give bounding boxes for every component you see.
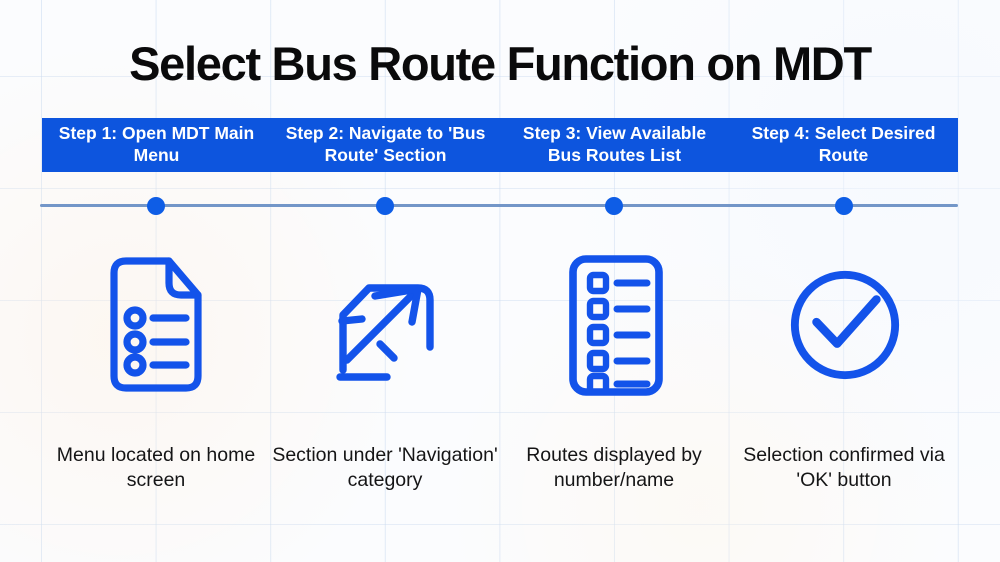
timeline-dot-3 [605,197,623,215]
page-title: Select Bus Route Function on MDT [129,37,872,90]
timeline-dot-2 [376,197,394,215]
step-header-bar: Step 1: Open MDT Main Menu Step 2: Navig… [42,118,958,172]
routes-list-icon [560,252,670,399]
timeline-dot-4 [835,197,853,215]
step-1-header: Step 1: Open MDT Main Menu [58,123,255,165]
navigate-arrow-icon [325,262,445,384]
document-list-icon [99,254,213,395]
step-3-caption: Routes displayed by number/name [526,444,702,491]
step-4-caption: Selection confirmed via 'OK' button [743,444,945,491]
step-2-caption: Section under 'Navigation' category [272,444,498,491]
step-4-header: Step 4: Select Desired Route [751,123,936,165]
checkmark-circle-icon [786,266,904,384]
timeline-dot-1 [147,197,165,215]
step-1-caption: Menu located on home screen [56,444,256,491]
timeline-line [40,204,958,207]
step-2-header: Step 2: Navigate to 'Bus Route' Section [285,123,486,165]
step-3-header: Step 3: View Available Bus Routes List [522,123,707,165]
